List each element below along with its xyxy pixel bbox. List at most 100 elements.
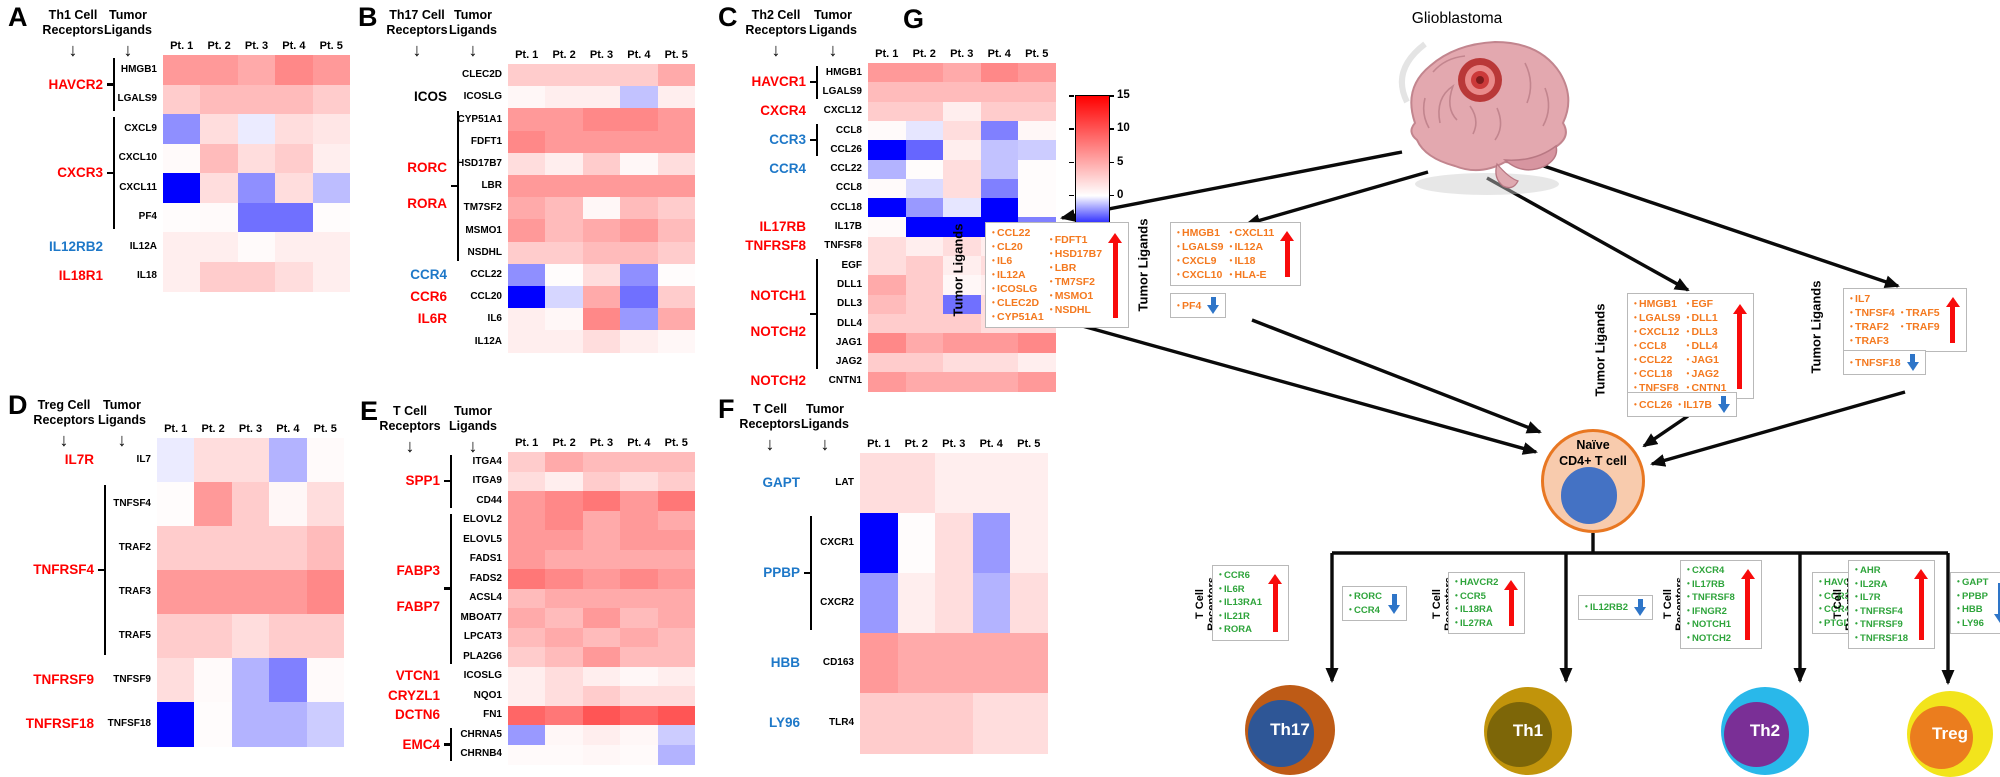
- heatmap-cell: [306, 526, 345, 571]
- group-bracket: [456, 111, 459, 261]
- tcell-treg-circle: Treg: [1907, 691, 1993, 777]
- cell-type-label: Treg: [1932, 724, 1968, 743]
- colorbar-tick: [1069, 128, 1074, 130]
- gene-item: JAG1: [1686, 353, 1726, 367]
- flow-arrow: [1251, 318, 1542, 434]
- ligand-label: MSMO1: [465, 224, 502, 236]
- heatmap-cell: [905, 140, 944, 160]
- heatmap-cell: [545, 130, 584, 154]
- heatmap-cell: [163, 232, 201, 262]
- t-cell-receptors-down-box: IL12RB2: [1578, 595, 1654, 620]
- heatmap-cell: [620, 197, 659, 220]
- column-header: Pt. 3: [589, 437, 614, 449]
- heatmap-cell: [620, 491, 659, 511]
- gene-item: TRAF3: [1850, 334, 1895, 348]
- heatmap-cell: [860, 453, 898, 514]
- receptor-label: IL18R1: [58, 268, 103, 284]
- heatmap-cell: [508, 108, 546, 132]
- downregulated-arrow-icon: [1994, 583, 2000, 623]
- heatmap-cell: [657, 197, 696, 220]
- heatmap-cell: [620, 705, 659, 726]
- heatmap-cell: [980, 198, 1019, 218]
- tumor-ligands-rotated-label: Tumor Ligands: [950, 223, 966, 317]
- heatmap-cell: [194, 658, 233, 703]
- receptor-label: TNFRSF8: [745, 238, 806, 254]
- heatmap-cell: [163, 202, 201, 233]
- heatmap-cell: [905, 63, 944, 83]
- down-arrow-icon: ↓: [123, 40, 133, 60]
- heatmap-cell: [620, 666, 659, 687]
- gene-item: TRAF9: [1901, 320, 1940, 334]
- group-bracket: [449, 728, 452, 761]
- group-bracket: [112, 58, 115, 111]
- head-outline-icon: [1398, 41, 1427, 104]
- heatmap-cell: [582, 64, 621, 87]
- heatmap-cell: [545, 64, 584, 87]
- heatmap-cell: [657, 608, 696, 628]
- ligand-label: IL12A: [474, 335, 502, 347]
- gene-item: HAVCR2: [1455, 576, 1498, 590]
- tumor-ligands-downregulated-box: TNFSF18: [1843, 350, 1926, 375]
- tcell-th2-circle: Th2: [1721, 687, 1809, 775]
- heatmap-cell: [905, 275, 944, 296]
- heatmap-cell: [905, 333, 944, 353]
- group-bracket-tick: [810, 139, 816, 142]
- heatmap-cell: [1010, 693, 1048, 754]
- heatmap-cell: [868, 101, 906, 122]
- heatmap-cell: [860, 513, 898, 574]
- downregulated-arrow-icon: [1717, 396, 1730, 413]
- gene-item: PF4: [1177, 299, 1201, 313]
- receptor-label: CRYZL1: [387, 687, 440, 703]
- heatmap-cell: [237, 143, 276, 174]
- heatmap-cell: [1010, 573, 1048, 634]
- gene-item: AHR: [1855, 564, 1908, 578]
- gene-item: TNFRSF4: [1855, 605, 1908, 619]
- heatmap-cell: [905, 256, 944, 276]
- down-arrow-icon: ↓: [771, 40, 781, 60]
- heatmap-cell: [905, 159, 944, 180]
- heatmap-cell: [163, 261, 201, 292]
- gene-item: CCL26: [1634, 398, 1672, 412]
- heatmap-cell: [657, 549, 696, 570]
- heatmap-cell: [582, 219, 621, 243]
- gene-item: HMGB1: [1634, 297, 1680, 311]
- group-bracket: [112, 117, 115, 229]
- heatmap-cell: [157, 438, 195, 483]
- cell-nucleus: [1560, 467, 1618, 525]
- heatmap-cell: [972, 573, 1011, 634]
- heatmap-cell: [980, 63, 1019, 83]
- gene-item: DLL3: [1686, 325, 1726, 339]
- ligand-label: CCL18: [830, 201, 862, 213]
- heatmap-cell: [620, 608, 659, 628]
- heatmap-cell: [545, 286, 584, 309]
- receptor-label: IL12RB2: [48, 238, 103, 254]
- down-arrow-icon: ↓: [412, 40, 422, 60]
- gene-item: RORA: [1219, 623, 1262, 637]
- heatmap-cell: [943, 217, 981, 238]
- ligand-label: ELOVL2: [463, 514, 502, 526]
- heatmap-cell: [1018, 82, 1056, 103]
- ligand-label: NQO1: [473, 689, 502, 701]
- gene-item: HAVCR1: [1819, 576, 1863, 590]
- ligand-label: CCL8: [835, 182, 862, 194]
- heatmap-cell: [868, 159, 906, 180]
- heatmap-cell: [231, 482, 270, 527]
- heatmap-cell: [508, 64, 546, 87]
- gene-item: CXCR4: [1687, 564, 1735, 578]
- heatmap-cell: [306, 438, 345, 483]
- heatmap-cell: [1018, 101, 1056, 122]
- panel-letter-A: A: [8, 2, 28, 32]
- heatmap-cell: [935, 693, 973, 754]
- heatmap-cell: [582, 108, 621, 132]
- column-header: Pt. 3: [942, 438, 966, 450]
- gene-item: CYP51A1: [992, 310, 1044, 324]
- heatmap-cell: [868, 371, 906, 392]
- heatmap-cell: [1018, 178, 1056, 199]
- receptor-label: NOTCH1: [750, 287, 806, 303]
- heatmap-cell: [620, 286, 659, 309]
- heatmap-cell: [620, 241, 659, 265]
- panel-letter-F: F: [718, 394, 735, 424]
- heatmap-cell: [200, 202, 239, 233]
